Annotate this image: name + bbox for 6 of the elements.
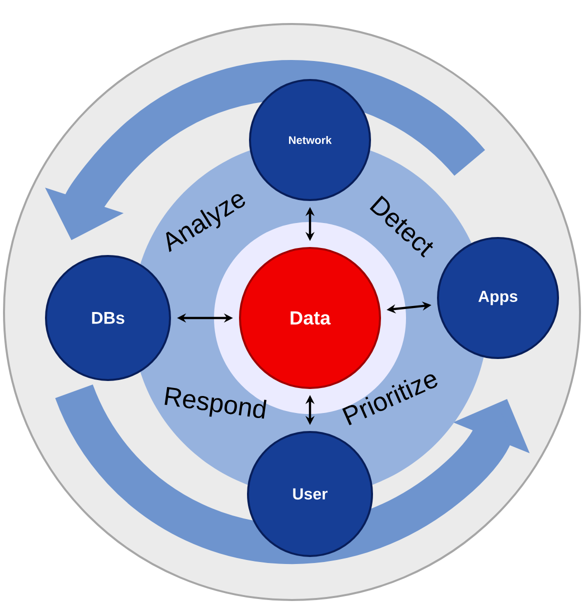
circle-node: Apps	[437, 237, 559, 359]
circle-node: User	[247, 431, 373, 557]
circle-node: Network	[249, 79, 371, 201]
ring-label: Respond	[164, 386, 266, 419]
circle-node: Data	[239, 247, 381, 389]
circle-node: DBs	[45, 255, 171, 381]
